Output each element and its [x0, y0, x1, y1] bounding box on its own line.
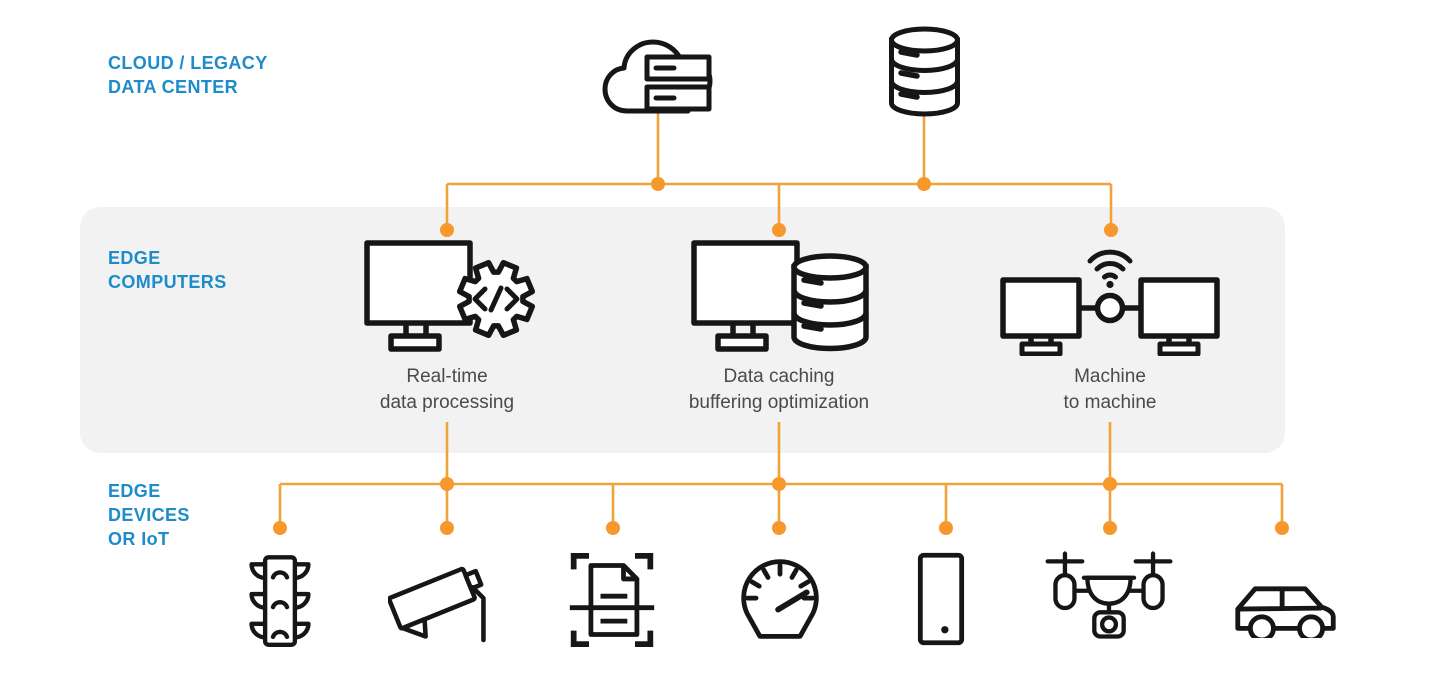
drone-node [1044, 551, 1174, 646]
edge-computer-m2m-node: Machine to machine [990, 236, 1230, 416]
edge-computer-caching-node: Data caching buffering optimization [659, 236, 899, 416]
smartphone-node [916, 550, 966, 648]
tier-label-edge-devices: EDGE DEVICES OR IoT [108, 481, 190, 549]
speedometer-icon [741, 559, 819, 639]
edge-computer-realtime-node: Real-time data processing [327, 236, 567, 416]
car-icon [1235, 586, 1336, 638]
cctv-camera-node [388, 554, 488, 646]
caption-machine-to-machine: Machine to machine [1063, 366, 1157, 413]
smartphone-icon [917, 552, 965, 646]
tier-label-edge-computers: EDGE COMPUTERS [108, 248, 227, 292]
tier-label-cloud: CLOUD / LEGACY DATA CENTER [108, 53, 268, 97]
caption-data-caching: Data caching buffering optimization [688, 366, 870, 413]
document-scanner-node [566, 548, 658, 652]
wifi-icon [1087, 249, 1133, 280]
traffic-light-icon [249, 555, 311, 647]
cloud-server-node [597, 24, 717, 119]
machine-to-machine-icon [1000, 249, 1220, 356]
traffic-light-node [238, 549, 322, 653]
drone-icon [1045, 551, 1173, 639]
car-node [1230, 557, 1342, 638]
speedometer-node [736, 556, 824, 644]
caption-realtime-processing: Real-time data processing [379, 366, 515, 413]
database-node [882, 24, 967, 119]
monitor-gear-code-icon [363, 240, 535, 352]
cloud-server-icon [602, 39, 713, 114]
cctv-camera-icon [388, 566, 486, 643]
database-icon [889, 26, 960, 117]
document-scanner-icon [569, 553, 655, 647]
junction-dots [273, 177, 1289, 535]
edge-computers-band [80, 207, 1285, 453]
monitor-database-icon [690, 240, 869, 352]
